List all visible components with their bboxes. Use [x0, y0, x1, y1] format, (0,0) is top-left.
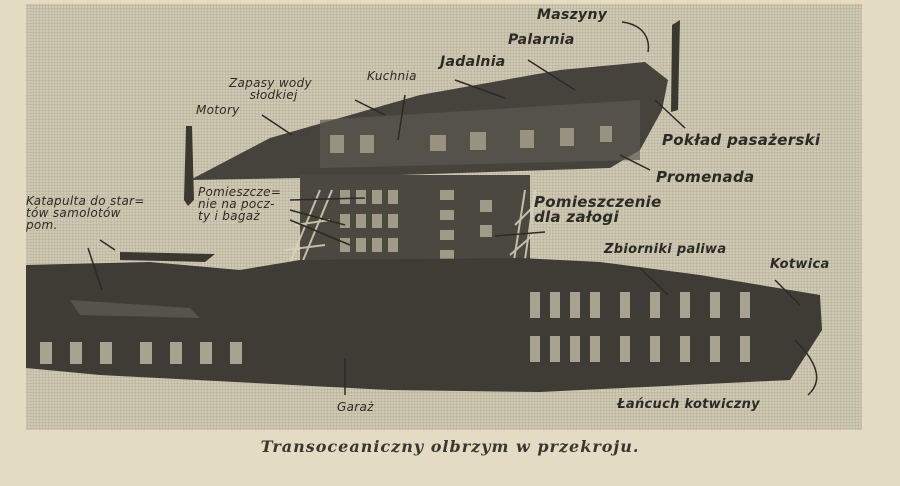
label-zbiorniki-paliwa: Zbiorniki paliwa: [604, 242, 727, 257]
label-promenada: Promenada: [656, 168, 755, 186]
label-jadalnia: Jadalnia: [440, 54, 506, 70]
label-kuchnia: Kuchnia: [367, 69, 417, 83]
label-lancuch-kotwiczny: Łańcuch kotwiczny: [617, 397, 760, 412]
label-palarnia: Palarnia: [508, 32, 575, 48]
label-katapulta: Katapulta do star= tów samolotów pom.: [26, 194, 145, 232]
label-poklad-pasazerski: Pokład pasażerski: [662, 131, 821, 149]
label-kotwica: Kotwica: [770, 257, 830, 272]
figure-caption: Transoceaniczny olbrzym w przekroju.: [260, 437, 640, 456]
label-garaz: Garaż: [337, 400, 374, 414]
label-zapasy-wody: Zapasy wody słodkiej: [229, 76, 312, 102]
label-motory: Motory: [196, 103, 240, 117]
label-maszyny: Maszyny: [537, 7, 608, 23]
label-pomieszczenie-poczta: Pomieszcze= nie na pocz- ty i bagaż: [198, 185, 282, 223]
label-pomieszczenie-zaloga: Pomieszczenie dla załogi: [534, 193, 662, 226]
